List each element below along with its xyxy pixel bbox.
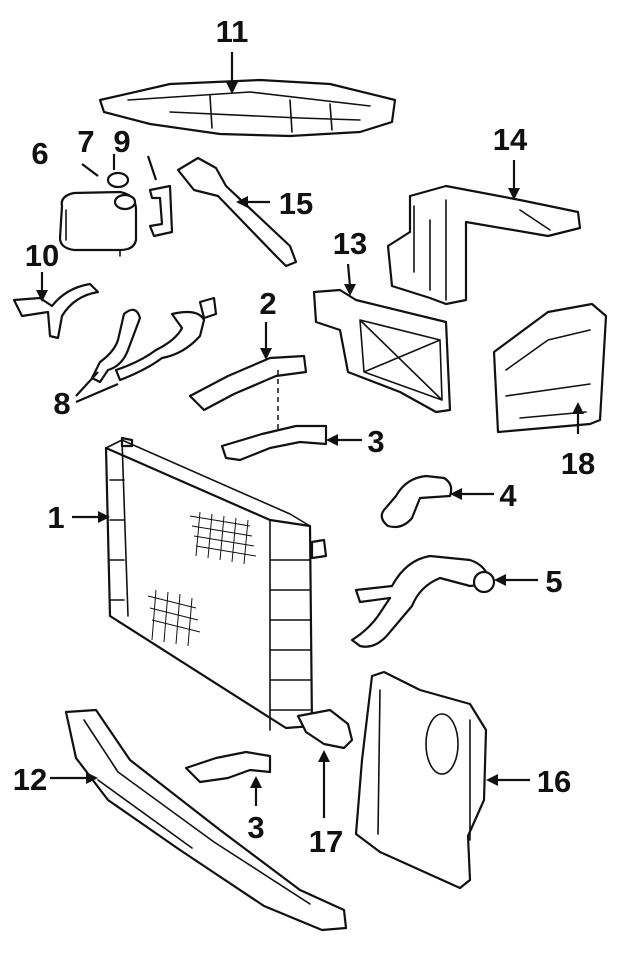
- callout-10: 10: [25, 238, 59, 273]
- part-10-reservoir-strap[interactable]: [12, 282, 100, 340]
- arrowhead-3-lower: [250, 776, 262, 788]
- part-9-reservoir-bracket[interactable]: [148, 184, 174, 238]
- callout-3-upper: 3: [367, 424, 384, 459]
- arrowhead-5: [494, 574, 506, 586]
- callout-5: 5: [545, 564, 562, 599]
- callout-17: 17: [309, 824, 343, 859]
- callout-9: 9: [113, 124, 130, 159]
- part-3-insulator-lower[interactable]: [184, 750, 272, 784]
- callout-2: 2: [259, 286, 276, 321]
- arrowhead-2: [260, 348, 272, 360]
- callout-7: 7: [77, 124, 94, 159]
- leader-13: [346, 263, 352, 287]
- part-11-radiator-support-cover[interactable]: [98, 78, 397, 138]
- callout-15: 15: [279, 186, 313, 221]
- callout-18: 18: [561, 446, 595, 481]
- part-7-reservoir-cap[interactable]: [106, 171, 130, 189]
- arrowhead-12: [86, 772, 98, 784]
- part-17-pad[interactable]: [296, 708, 354, 750]
- part-3-insulator-upper[interactable]: [220, 424, 328, 462]
- callout-3-lower: 3: [247, 810, 264, 845]
- arrowhead-1: [98, 511, 110, 523]
- callout-11: 11: [216, 14, 249, 49]
- leader-8b: [75, 382, 119, 404]
- part-15-support-brace[interactable]: [176, 156, 298, 268]
- callout-12: 12: [13, 762, 47, 797]
- callout-1: 1: [47, 500, 64, 535]
- part-6-coolant-reservoir[interactable]: [58, 190, 138, 257]
- part-2-upper-insulator[interactable]: [188, 354, 308, 412]
- callout-14: 14: [493, 122, 528, 157]
- callout-13: 13: [333, 226, 367, 261]
- arrowhead-17: [318, 750, 330, 762]
- leader-8a: [75, 371, 99, 397]
- callout-16: 16: [537, 764, 571, 799]
- arrowhead-10: [36, 290, 48, 302]
- part-4-hose[interactable]: [380, 474, 453, 529]
- leader-6: [81, 163, 99, 177]
- arrowhead-18: [572, 402, 584, 414]
- callout-4: 4: [499, 478, 517, 513]
- arrowhead-4: [450, 488, 462, 500]
- arrowhead-11: [226, 82, 238, 94]
- part-13-mounting-panel[interactable]: [312, 288, 452, 414]
- leader-9: [146, 155, 158, 181]
- part-1-radiator[interactable]: [104, 436, 328, 731]
- leader-lines: [36, 52, 584, 818]
- part-14-upper-bracket[interactable]: [386, 184, 582, 306]
- part-16-lower-shield[interactable]: [354, 670, 488, 890]
- arrowhead-13: [344, 284, 356, 296]
- arrowhead-3-upper: [326, 434, 338, 446]
- arrowhead-16: [486, 774, 498, 786]
- arrowhead-14: [508, 188, 520, 200]
- part-12-lower-support[interactable]: [64, 708, 348, 932]
- callout-8: 8: [53, 386, 70, 421]
- part-18-side-baffle[interactable]: [492, 302, 608, 434]
- part-8-heater-hoses[interactable]: [90, 296, 218, 384]
- part-5-radiator-hose[interactable]: [350, 554, 496, 648]
- arrowhead-15: [236, 196, 248, 208]
- callout-6: 6: [31, 136, 48, 171]
